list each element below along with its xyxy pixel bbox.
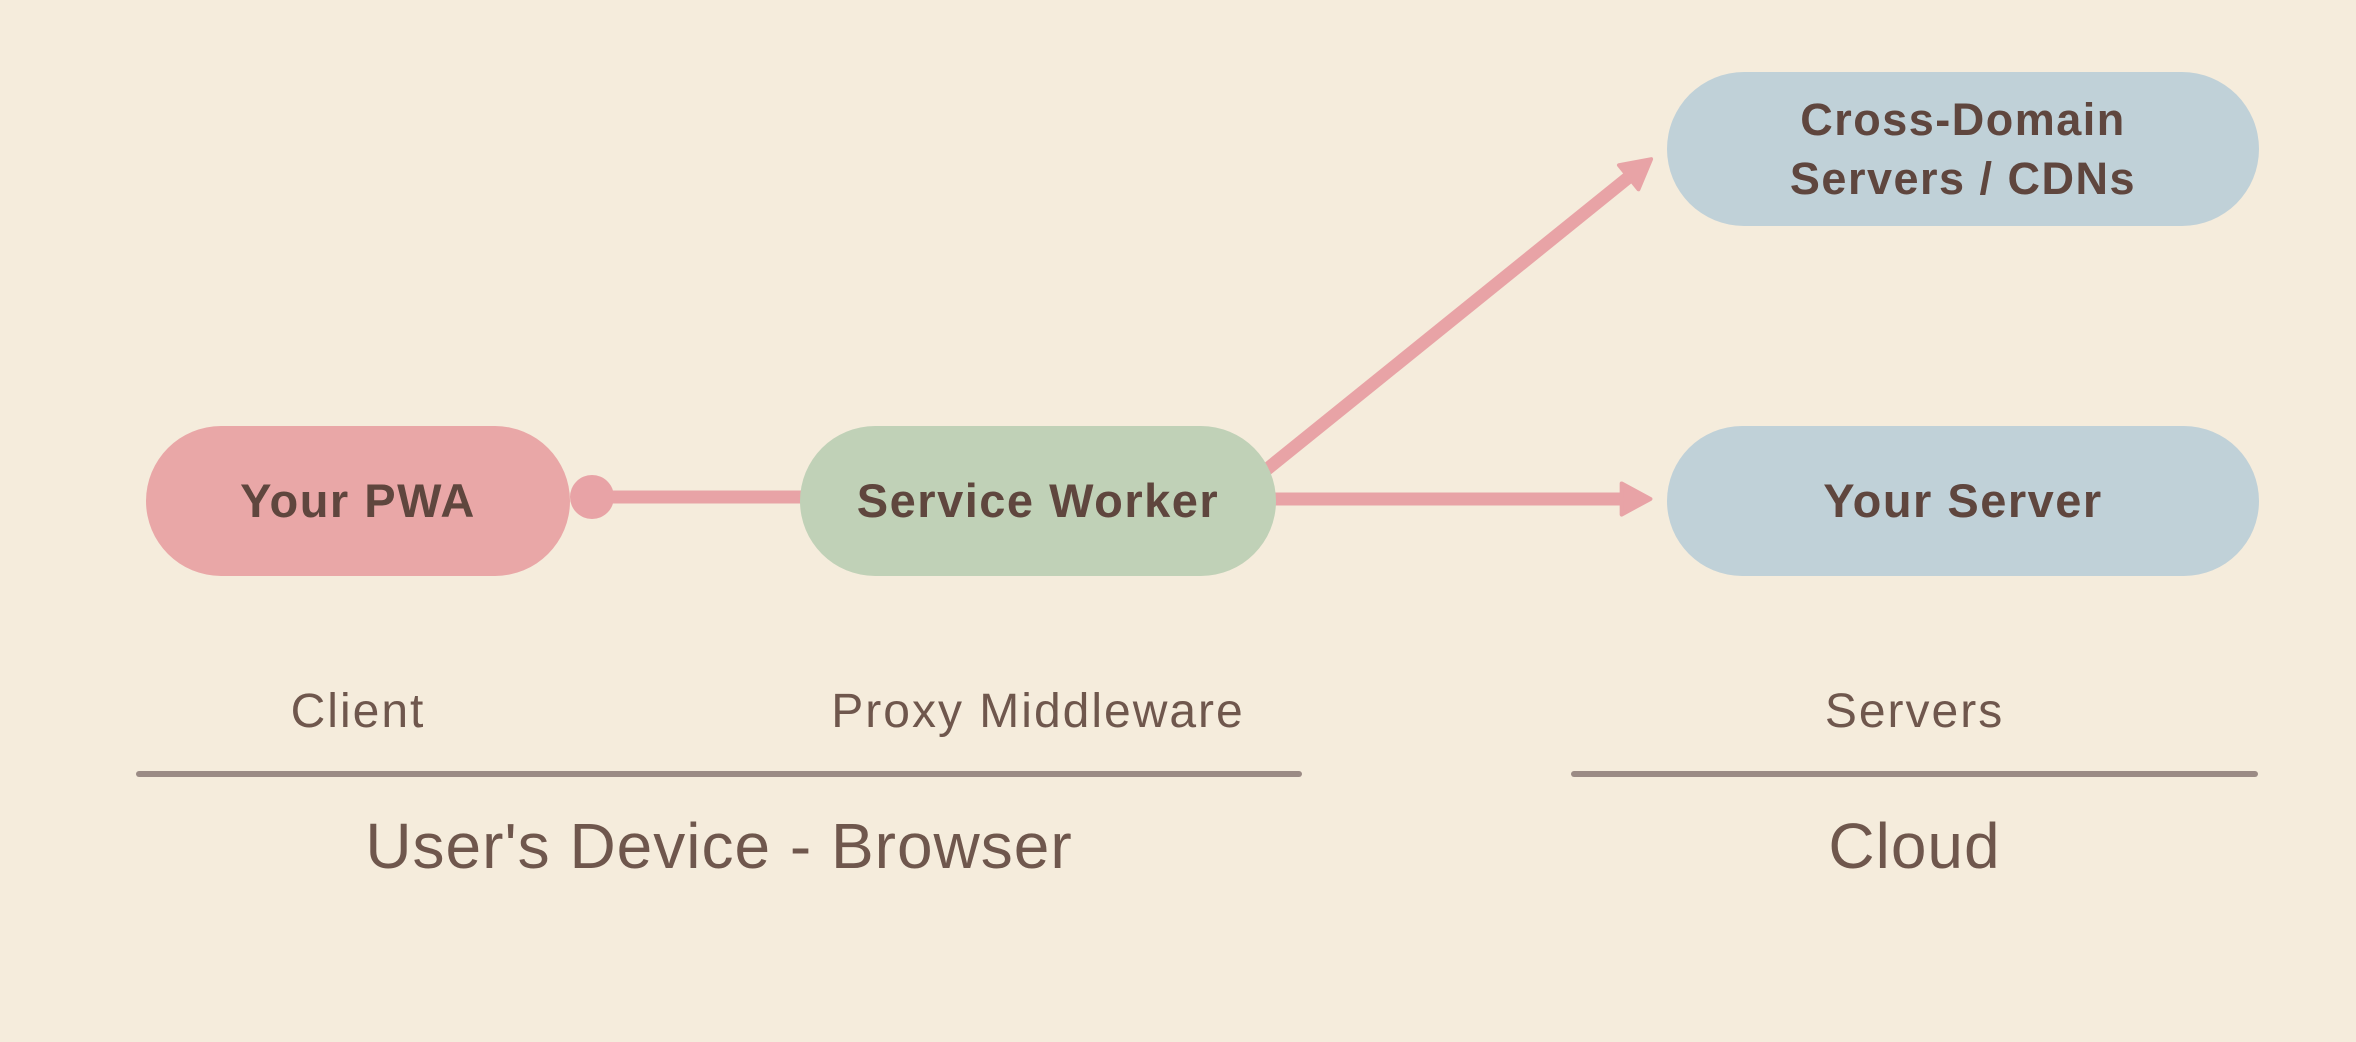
tier-label-servers-text: Servers [1824,684,2005,738]
tier-label-client-text: Client [290,684,426,738]
node-your-pwa: Your PWA [146,426,570,576]
node-cross-domain-servers-label: Cross-Domain Servers / CDNs [1789,93,2137,204]
section-title-cloud-text: Cloud [1828,810,2001,882]
section-title-user-device: User's Device - Browser [136,808,1302,884]
tier-label-servers: Servers [1571,683,2258,739]
divider-cloud [1571,771,2258,777]
tier-label-proxy-middleware: Proxy Middleware [800,683,1276,739]
node-service-worker: Service Worker [800,426,1276,576]
node-your-server: Your Server [1667,426,2259,576]
section-title-user-device-text: User's Device - Browser [365,810,1073,882]
node-service-worker-label: Service Worker [856,473,1220,527]
divider-user-device [136,771,1302,777]
pwa-connector-dot-icon [570,475,614,519]
arrow-service-worker-to-cross-domain-icon [1261,157,1654,476]
tier-label-client: Client [146,683,570,739]
node-your-pwa-label: Your PWA [240,473,476,527]
node-your-server-label: Your Server [1823,473,2103,527]
node-cross-domain-servers: Cross-Domain Servers / CDNs [1667,72,2259,226]
tier-label-proxy-middleware-text: Proxy Middleware [831,684,1245,738]
section-title-cloud: Cloud [1571,808,2258,884]
